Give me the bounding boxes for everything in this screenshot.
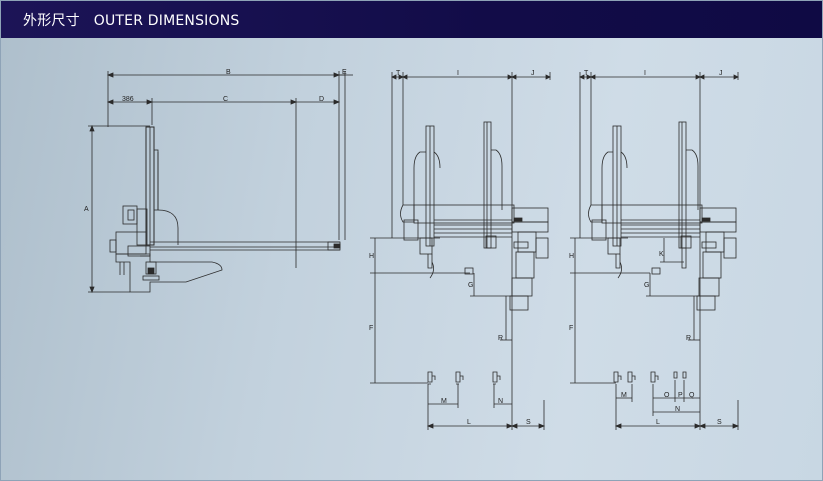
dim-label-j-right: J (719, 70, 723, 77)
page-title: 外形尺寸 OUTER DIMENSIONS (23, 13, 240, 29)
dim-label-h-right: H (569, 253, 574, 260)
left-view (88, 71, 353, 294)
title-bar: 外形尺寸 OUTER DIMENSIONS (0, 0, 823, 38)
dim-label-t-right: T (584, 70, 589, 77)
dim-label-p-right: P (678, 392, 683, 399)
dim-label-l-right: L (656, 419, 660, 426)
dim-label-r-right: R (686, 335, 691, 342)
dim-label-s-mid: S (526, 419, 531, 426)
dim-label-q-right: Q (689, 392, 695, 399)
dim-label-f-right: F (569, 325, 573, 332)
dim-label-m-right: M (621, 392, 627, 399)
dim-label-e: E (342, 69, 347, 76)
dim-label-l-mid: L (467, 419, 471, 426)
dim-label-c: C (223, 96, 228, 103)
dim-label-f-mid: F (369, 325, 373, 332)
dim-label-n-mid: N (498, 398, 503, 405)
dim-label-h-mid: H (369, 253, 374, 260)
dim-label-t-mid: T (396, 70, 401, 77)
dim-label-a: A (84, 206, 89, 213)
dim-label-b: B (226, 69, 231, 76)
dim-label-r-mid: R (498, 335, 503, 342)
dim-label-i-right: I (644, 70, 646, 77)
dim-label-o-right: O (664, 392, 670, 399)
dim-label-n-right: N (675, 406, 680, 413)
dim-label-j-mid: J (531, 70, 535, 77)
middle-view (370, 72, 551, 430)
dim-label-g-right: G (644, 282, 649, 289)
dim-label-k-right: K (659, 251, 664, 258)
dim-label-386: 386 (122, 96, 134, 103)
dim-label-d: D (319, 96, 324, 103)
dim-label-g-mid: G (468, 282, 473, 289)
outer-dimensions-drawing: B E 386 C D A (84, 69, 740, 430)
right-view (570, 72, 740, 430)
dim-label-i-mid: I (457, 70, 459, 77)
dim-label-s-right: S (717, 419, 722, 426)
dim-label-m-mid: M (441, 398, 447, 405)
